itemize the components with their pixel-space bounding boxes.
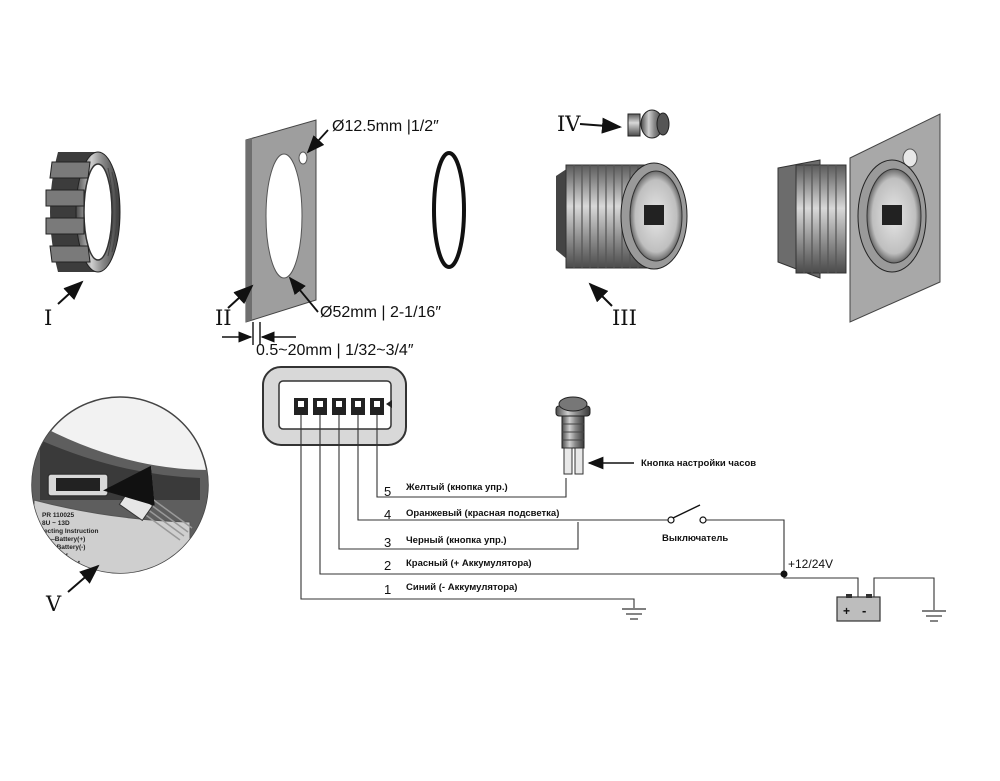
wire-1: [300, 415, 635, 608]
wire-5-label: Желтый (кнопка упр.): [405, 482, 508, 493]
switch-label: Выключатель: [662, 533, 728, 544]
junction-dot: [780, 570, 788, 578]
arrow-part-ii: [227, 284, 254, 309]
wire-1-num: 1: [384, 582, 391, 597]
battery-minus: -: [862, 603, 866, 618]
sticker-line-2: 8U ~ 13D: [42, 520, 70, 527]
assembled-gauge: [777, 113, 941, 323]
label-part-iv: IV: [557, 112, 581, 136]
arrow-part-v: [67, 564, 100, 593]
clock-button-part: [627, 109, 670, 139]
ground-symbol-right: [922, 610, 946, 622]
switch-symbol: [667, 504, 707, 524]
label-part-iii: III: [612, 306, 637, 330]
wire-5: [376, 415, 567, 498]
wire-3: [338, 415, 579, 550]
arrow-part-i: [57, 280, 84, 305]
dim-small-hole: Ø12.5mm |1/2″: [332, 118, 439, 135]
gauge-housing: [556, 162, 688, 270]
thickness-dimension: [222, 322, 296, 345]
clock-button-label: Кнопка настройки часов: [641, 458, 756, 469]
connector-zoom: PR 110025 8U ~ 13D nnecting Instruction …: [31, 396, 209, 575]
sticker-line-4: Red—Battery(+): [36, 536, 85, 543]
wire-2-num: 2: [384, 558, 391, 573]
arrow-part-iv: [579, 117, 622, 134]
wiring: [300, 415, 935, 610]
o-ring: [432, 151, 466, 269]
arrow-large-hole: [288, 276, 319, 313]
wire-4: [357, 415, 668, 521]
wire-3-label: Черный (кнопка упр.): [406, 535, 507, 546]
battery-plus: +: [843, 604, 850, 618]
clock-button-wiring: [555, 396, 591, 475]
label-part-v: V: [45, 592, 62, 616]
sticker-line-3: nnecting Instruction: [36, 528, 99, 535]
sticker-line-5: Blue—Battery(-): [36, 544, 85, 551]
sticker-line-1: PR 110025: [42, 512, 75, 519]
voltage-label: +12/24V: [788, 557, 833, 571]
dim-large-hole: Ø52mm | 2-1/16″: [320, 304, 441, 321]
wire-5-num: 5: [384, 484, 391, 499]
wire-4-num: 4: [384, 507, 391, 522]
wire-2-label: Красный (+ Аккумулятора): [406, 558, 532, 569]
ring-nut: [45, 151, 121, 273]
wire-1-label: Синий (- Аккумулятора): [406, 582, 517, 593]
arrow-part-iii: [588, 282, 613, 307]
mounting-panel: [245, 119, 317, 323]
arrow-small-hole: [306, 129, 329, 154]
wire-3-num: 3: [384, 535, 391, 550]
battery-icon: [836, 594, 881, 622]
sticker-line-8: ow Light: [40, 568, 68, 575]
connector-block: [262, 366, 407, 446]
switch-lead: [703, 519, 785, 574]
wire-2: [319, 415, 784, 575]
wire-4-label: Оранжевый (красная подсветка): [406, 508, 559, 519]
sticker-line-7: ge—Red Light: [36, 560, 81, 567]
dim-panel-thickness: 0.5~20mm | 1/32~3/4″: [256, 342, 414, 359]
battery-lead-minus: [873, 577, 935, 610]
label-part-ii: II: [215, 306, 232, 330]
label-part-i: I: [44, 306, 52, 330]
ground-symbol-left: [622, 608, 646, 620]
